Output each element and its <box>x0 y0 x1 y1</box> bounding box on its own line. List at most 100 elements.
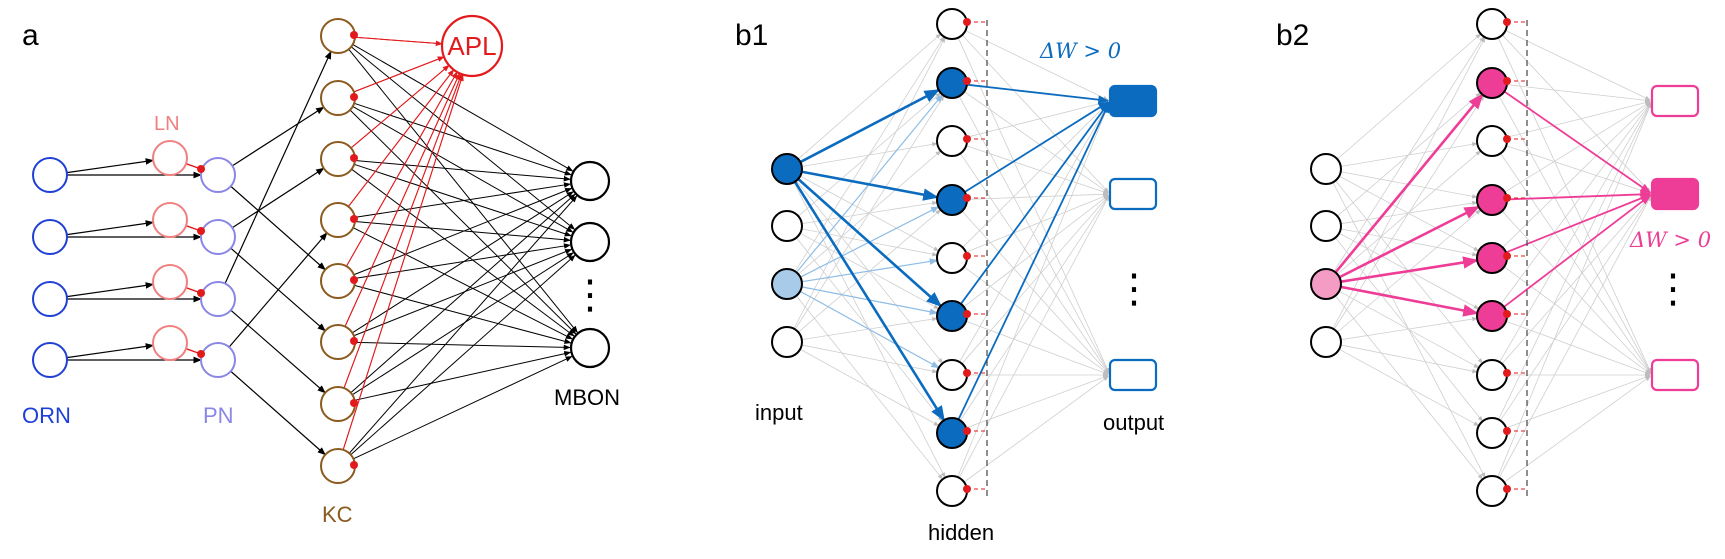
input-neuron <box>771 153 803 185</box>
kc-mbon-edge <box>350 46 576 230</box>
apl-kc-inhibition <box>344 73 461 327</box>
input-neuron <box>1310 268 1342 300</box>
hidden-neuron <box>936 417 968 449</box>
hidden-output-edge <box>964 91 1109 194</box>
hidden-output-edge <box>962 102 1109 248</box>
hidden-neuron <box>1476 242 1508 274</box>
input-hidden-edge <box>1333 95 1485 330</box>
input-neuron <box>771 268 803 300</box>
input-hidden-edge <box>1339 175 1480 252</box>
input-neuron <box>771 210 803 242</box>
input-hidden-edge-active <box>1334 93 1484 274</box>
input-hidden-edge <box>796 180 943 364</box>
input-hidden-edge-active <box>797 178 942 308</box>
hidden-output-edge <box>1505 30 1651 101</box>
kc-mbon-edge <box>354 182 571 218</box>
hidden-output-edge-strengthened <box>960 101 1110 305</box>
input-neuron <box>771 326 803 358</box>
pn-kc-edge <box>230 309 326 394</box>
b2-ellipsis: ⋮ <box>1653 267 1693 311</box>
orn-neuron <box>32 342 68 378</box>
kc-mbon-edge <box>352 106 574 233</box>
mbon-neuron <box>569 221 611 263</box>
kc-mbon-edge <box>351 168 575 337</box>
b1-dw-label: ΔW > 0 <box>1039 39 1121 63</box>
hidden-inhibitory-dot <box>963 485 971 493</box>
apl-kc-inhibitory-dot <box>350 93 358 101</box>
kc-mbon-edge <box>353 187 573 276</box>
hidden-output-edge-strengthened <box>1505 193 1652 254</box>
ln-pn-inhibitory-dot <box>197 226 206 235</box>
kc-mbon-edge <box>354 341 571 351</box>
kc-mbon-edge <box>353 102 572 176</box>
apl-kc-inhibition <box>354 36 443 45</box>
hidden-neuron <box>936 8 968 40</box>
apl-kc-inhibitory-dot <box>350 215 358 223</box>
hidden-neuron <box>1476 67 1508 99</box>
hidden-output-edge <box>1502 102 1651 248</box>
mbon-label: MBON <box>554 385 620 410</box>
kc-mbon-edge <box>352 227 573 340</box>
hidden-output-edge <box>1498 102 1652 420</box>
apl-kc-inhibitory-dot <box>350 461 358 469</box>
hidden-inhibitory-dot <box>1503 427 1511 435</box>
input-hidden-edge <box>1337 33 1482 160</box>
hidden-neuron <box>1476 475 1508 507</box>
hidden-output-edge <box>1503 266 1651 375</box>
input-hidden-edge <box>794 95 945 330</box>
hidden-neuron <box>1476 8 1508 40</box>
pn-neuron <box>200 219 236 255</box>
hidden-inhibitory-dot <box>1503 252 1511 260</box>
hidden-inhibitory-dot <box>1503 135 1511 143</box>
pn-kc-edge <box>230 185 326 271</box>
apl-kc-inhibition <box>347 69 455 207</box>
apl-kc-inhibitory-dot <box>350 31 358 39</box>
mbon-neuron <box>569 160 611 202</box>
hidden-output-edge <box>966 192 1109 200</box>
hidden-output-edge <box>1505 320 1651 375</box>
hidden-neuron <box>1476 417 1508 449</box>
hidden-neuron <box>936 475 968 507</box>
pn-kc-edge <box>230 370 326 456</box>
ln-neuron <box>152 264 188 300</box>
output-unit <box>1650 358 1700 392</box>
kc-neuron <box>320 324 356 360</box>
apl-kc-inhibition <box>350 64 450 149</box>
input-neuron <box>1310 326 1342 358</box>
hidden-output-edge <box>965 375 1109 429</box>
ln-pn-inhibitory-dot <box>197 164 206 173</box>
ln-neuron <box>152 140 188 176</box>
b2-dw-label: ΔW > 0 <box>1629 228 1711 252</box>
panel-b1-label: b1 <box>735 19 768 52</box>
input-hidden-edge-active <box>801 170 939 201</box>
hidden-output-edge <box>961 195 1110 364</box>
pn-kc-edge <box>224 50 332 284</box>
hidden-output-edge <box>965 194 1109 253</box>
ln-neuron <box>152 325 188 361</box>
apl-label: APL <box>447 31 496 61</box>
pn-kc-edge <box>228 232 328 348</box>
hidden-inhibitory-dot <box>1503 194 1511 202</box>
hidden-output-edge <box>961 210 1110 374</box>
kc-mbon-edge <box>354 159 571 182</box>
hidden-output-edge <box>963 194 1109 308</box>
kc-neuron <box>320 386 356 422</box>
kc-mbon-edge <box>348 195 578 454</box>
kc-mbon-edge <box>354 243 571 279</box>
input-hidden-edge-highlight <box>799 290 940 369</box>
hidden-inhibitory-dot <box>963 77 971 85</box>
input-neuron <box>1310 153 1342 185</box>
orn-neuron <box>32 157 68 193</box>
panel-a-label: a <box>22 19 39 52</box>
ln-pn-inhibitory-dot <box>197 349 206 358</box>
input-hidden-edge-active <box>1338 205 1481 279</box>
b1-output-label: output <box>1103 410 1164 435</box>
output-unit <box>1108 177 1158 211</box>
hidden-neuron <box>1476 125 1508 157</box>
hidden-inhibitory-dot <box>1503 18 1511 26</box>
apl-kc-inhibitory-dot <box>350 154 358 162</box>
kc-mbon-edge <box>353 248 573 337</box>
kc-mbon-edge <box>349 109 577 335</box>
